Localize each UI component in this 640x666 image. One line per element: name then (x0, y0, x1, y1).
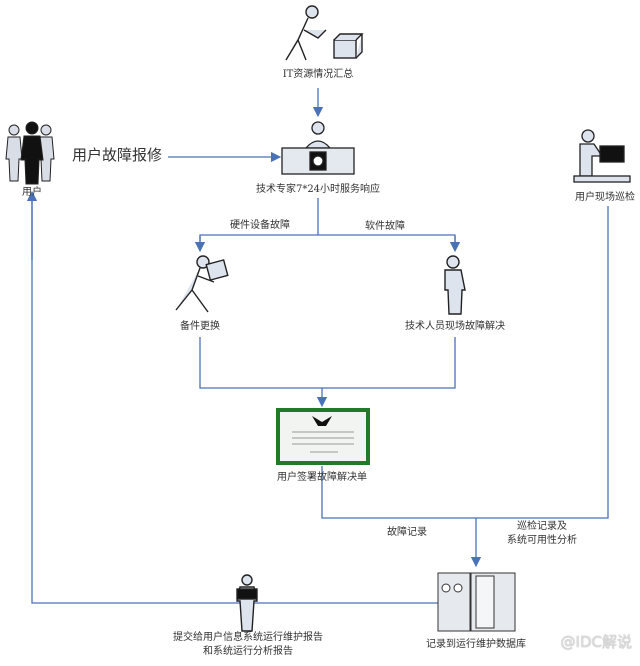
label-inspect-record-1: 巡检记录及 (517, 521, 567, 532)
label-report-2: 和系统运行分析报告 (203, 646, 293, 657)
watermark: @IDC解说 (560, 633, 632, 651)
label-software-fault: 软件故障 (365, 221, 405, 232)
onsite-tech-figure-icon (444, 255, 466, 315)
report-figure-icon (236, 574, 258, 632)
label-expert: 技术专家7*24小时服务响应 (255, 184, 381, 195)
label-user: 用户 (22, 187, 42, 198)
label-user-report: 用户故障报修 (72, 146, 163, 164)
it-summary-figure-icon (285, 5, 364, 61)
inspector-figure-icon (573, 129, 631, 183)
user-group-icon (5, 121, 55, 185)
database-server-icon (437, 572, 516, 632)
label-inspect-record-2: 系统可用性分析 (507, 535, 577, 546)
label-it-summary: IT资源情况汇总 (282, 69, 354, 80)
label-report-1: 提交给用户信息系统运行维护报告 (173, 632, 323, 643)
spare-replace-figure-icon (175, 255, 229, 313)
label-user-sign: 用户签署故障解决单 (277, 472, 367, 483)
expert-desk-icon (281, 121, 355, 175)
label-fault-record: 故障记录 (387, 527, 427, 538)
label-onsite-inspect: 用户现场巡检 (575, 192, 635, 203)
label-hardware-fault: 硬件设备故障 (230, 220, 290, 231)
label-database: 记录到运行维护数据库 (426, 639, 526, 650)
label-spare-replace: 备件更换 (180, 321, 220, 332)
certificate-icon (276, 408, 370, 465)
label-onsite-fix: 技术人员现场故障解决 (405, 321, 505, 332)
